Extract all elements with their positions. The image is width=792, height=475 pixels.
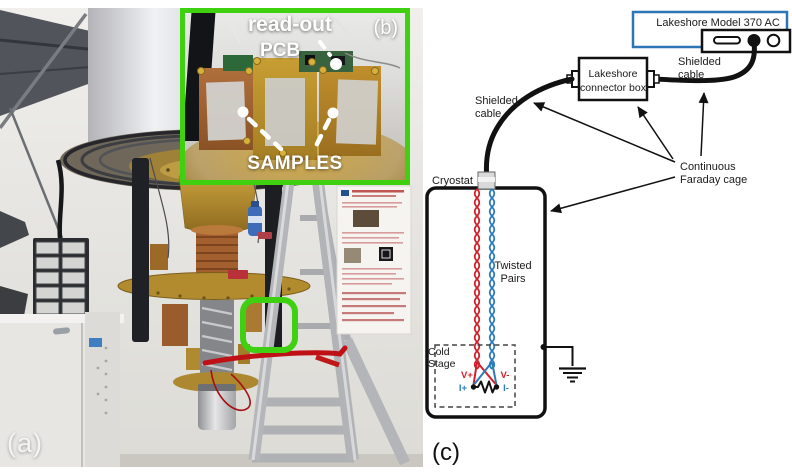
connector-box-label-2: connector box (580, 82, 647, 94)
faraday-label-1: Continuous (680, 161, 736, 173)
wall-poster (336, 185, 412, 335)
cold-stage-label-2: Stage (428, 358, 456, 370)
feedthrough-band (478, 177, 495, 182)
instrument-connector (747, 34, 761, 47)
v-plus-label: V+ (461, 370, 473, 381)
inset-center-tape (265, 78, 305, 146)
cryostat-box: Cryostat (425, 171, 547, 419)
red-component (228, 270, 248, 279)
lakeshore-instrument: Lakeshore Model 370 AC (631, 10, 792, 54)
inset-overlay (197, 13, 401, 157)
samples-pointer-left (237, 106, 284, 152)
instrument-slot (713, 36, 741, 45)
red-component-2 (258, 232, 272, 239)
connector-box-label-1: Lakeshore (588, 68, 637, 80)
shielded-cable-right (652, 39, 757, 84)
panel-c-diagram: Lakeshore Model 370 AC Lakeshore connect… (425, 10, 792, 466)
cold-stage-label-1: Cold (428, 346, 450, 358)
cabinet-handle (53, 327, 70, 335)
sample-highlight-box (240, 297, 298, 353)
readout-label: read-out (248, 13, 332, 36)
white-cabinet (0, 312, 124, 467)
twisted-pairs-label-2: Pairs (500, 273, 526, 285)
shielded-cable-left (483, 76, 575, 175)
ladder-red-mark (315, 354, 340, 368)
shielded-right-1: Shielded (678, 56, 721, 68)
twisted-pairs-label-1: Twisted (494, 260, 531, 272)
cold-stage: Cold Stage V+ V- I+ I- (428, 344, 516, 408)
shielded-cable-labels: Shielded cable Shielded cable (475, 56, 721, 120)
cryostat-label: Cryostat (432, 175, 473, 187)
faraday-cage-annotation: Continuous Faraday cage (533, 92, 747, 214)
pcb-label: PCB (259, 40, 301, 61)
panel-c-label: (c) (432, 439, 460, 466)
panel-b-label: (b) (373, 17, 398, 39)
blue-canister (248, 201, 262, 236)
panel-a-label: (a) (7, 428, 43, 458)
shielded-right-2: cable (678, 69, 704, 81)
desk-items (0, 211, 29, 318)
twisted-pairs: Twisted Pairs (473, 188, 532, 370)
i-plus-label: I+ (459, 383, 468, 394)
pcb-pointer (318, 40, 342, 70)
red-cable (202, 345, 348, 411)
inset-left-pcb (223, 55, 253, 71)
i-minus-label: I- (503, 383, 509, 394)
panel-b-inset: read-out PCB (b) SAMPLES (180, 8, 410, 185)
v-minus-label: V- (501, 370, 510, 381)
faraday-label-2: Faraday cage (680, 174, 747, 186)
instrument-knob (766, 33, 781, 48)
shielded-left-1: Shielded (475, 95, 518, 107)
shielded-left-2: cable (475, 108, 501, 120)
parts-organizer (33, 159, 89, 322)
instrument-label: Lakeshore Model 370 AC (656, 17, 780, 29)
ground-symbol (540, 344, 586, 383)
samples-label: SAMPLES (247, 153, 343, 174)
samples-pointer-right (310, 107, 339, 155)
connector-box: Lakeshore connector box (566, 56, 660, 102)
